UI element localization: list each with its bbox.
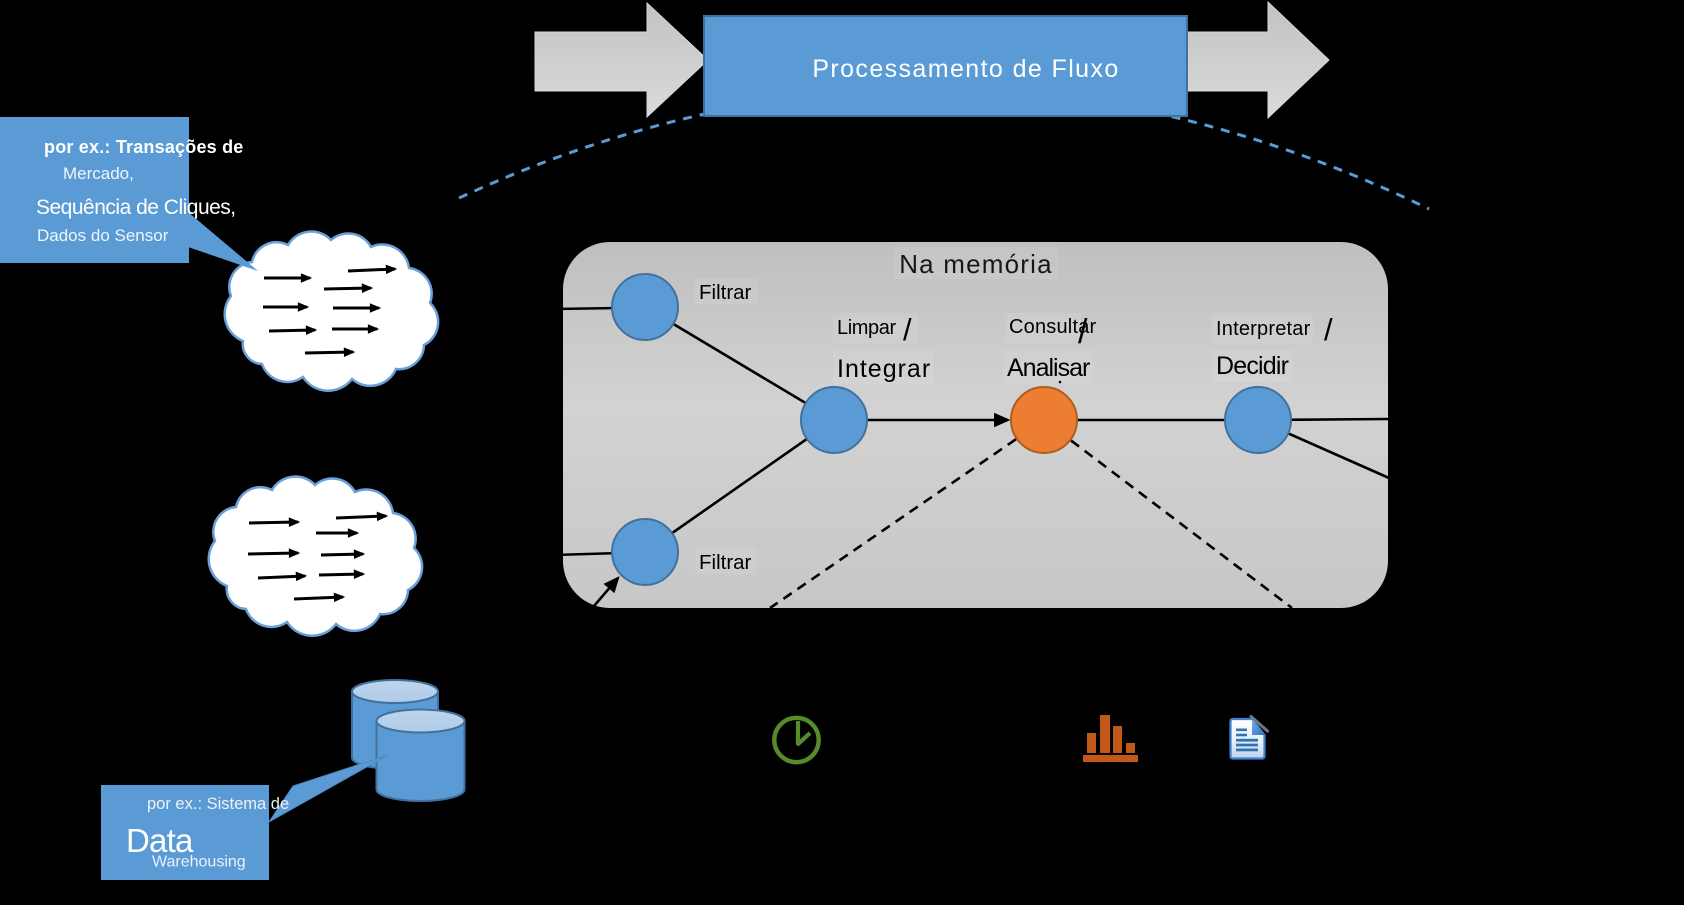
svg-text:/: / <box>1078 313 1088 351</box>
svg-text:Analisar: Analisar <box>1007 354 1090 382</box>
svg-text:Sequência de Cliques,: Sequência de Cliques, <box>36 196 236 219</box>
svg-text:Dados do Sensor: Dados do Sensor <box>37 226 169 245</box>
svg-text:Na memória: Na memória <box>899 249 1053 279</box>
svg-text:Consultar: Consultar <box>1009 316 1097 338</box>
svg-text:Warehousing: Warehousing <box>152 854 246 871</box>
svg-text:Interpretar: Interpretar <box>1216 318 1311 340</box>
svg-text:Processamento de Fluxo: Processamento de Fluxo <box>812 55 1119 83</box>
svg-text:/: / <box>903 312 912 347</box>
svg-text:Filtrar: Filtrar <box>699 281 752 304</box>
svg-text:por ex.: Transações de: por ex.: Transações de <box>44 137 243 157</box>
svg-text:Filtrar: Filtrar <box>699 551 752 574</box>
svg-text:Limpar: Limpar <box>837 317 896 339</box>
svg-text:por ex.: Sistema de: por ex.: Sistema de <box>147 795 289 813</box>
svg-text:/: / <box>1324 312 1333 347</box>
svg-text:Mercado,: Mercado, <box>63 164 134 183</box>
svg-text:Decidir: Decidir <box>1216 352 1289 380</box>
svg-text:Data: Data <box>126 822 194 859</box>
svg-text:Integrar: Integrar <box>837 355 931 383</box>
